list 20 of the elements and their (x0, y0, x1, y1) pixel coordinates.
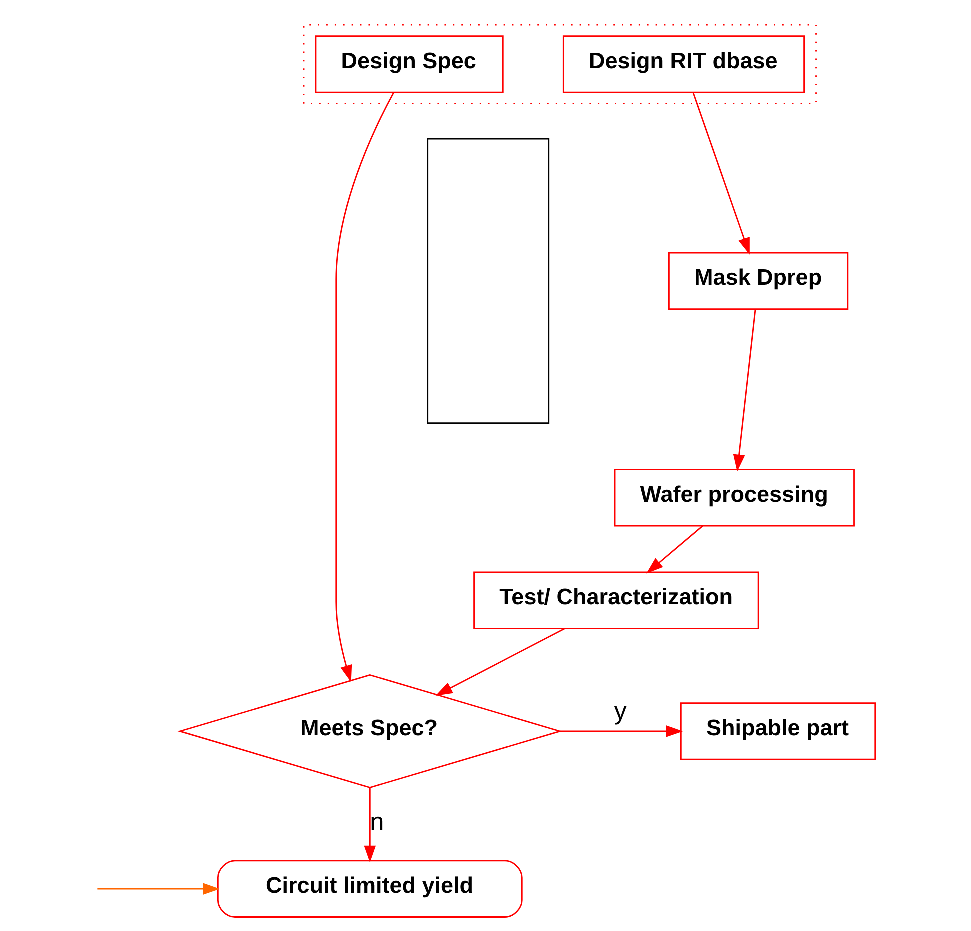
node-box (426, 138, 550, 424)
arrow (732, 310, 756, 472)
node-box: Shipable part (680, 702, 876, 760)
arrow (364, 788, 376, 863)
edge-label: y (614, 697, 626, 726)
node-box: Circuit limited yield (216, 860, 522, 918)
arrow (560, 726, 683, 738)
cluster (302, 24, 816, 105)
node-box: Design RIT dbase (562, 36, 804, 94)
arrow (97, 883, 220, 896)
edge-label: n (370, 808, 384, 837)
node-diamond: Meets Spec? (177, 674, 562, 788)
node-box: Mask Dprep (668, 252, 848, 310)
arrow (646, 526, 703, 574)
node-box: Wafer processing (614, 469, 854, 527)
arrow (692, 92, 750, 255)
arrow (435, 628, 565, 696)
node-box: Design Spec (314, 36, 504, 94)
arrow (335, 92, 394, 682)
node-box: Test/ Characterization (473, 572, 759, 630)
